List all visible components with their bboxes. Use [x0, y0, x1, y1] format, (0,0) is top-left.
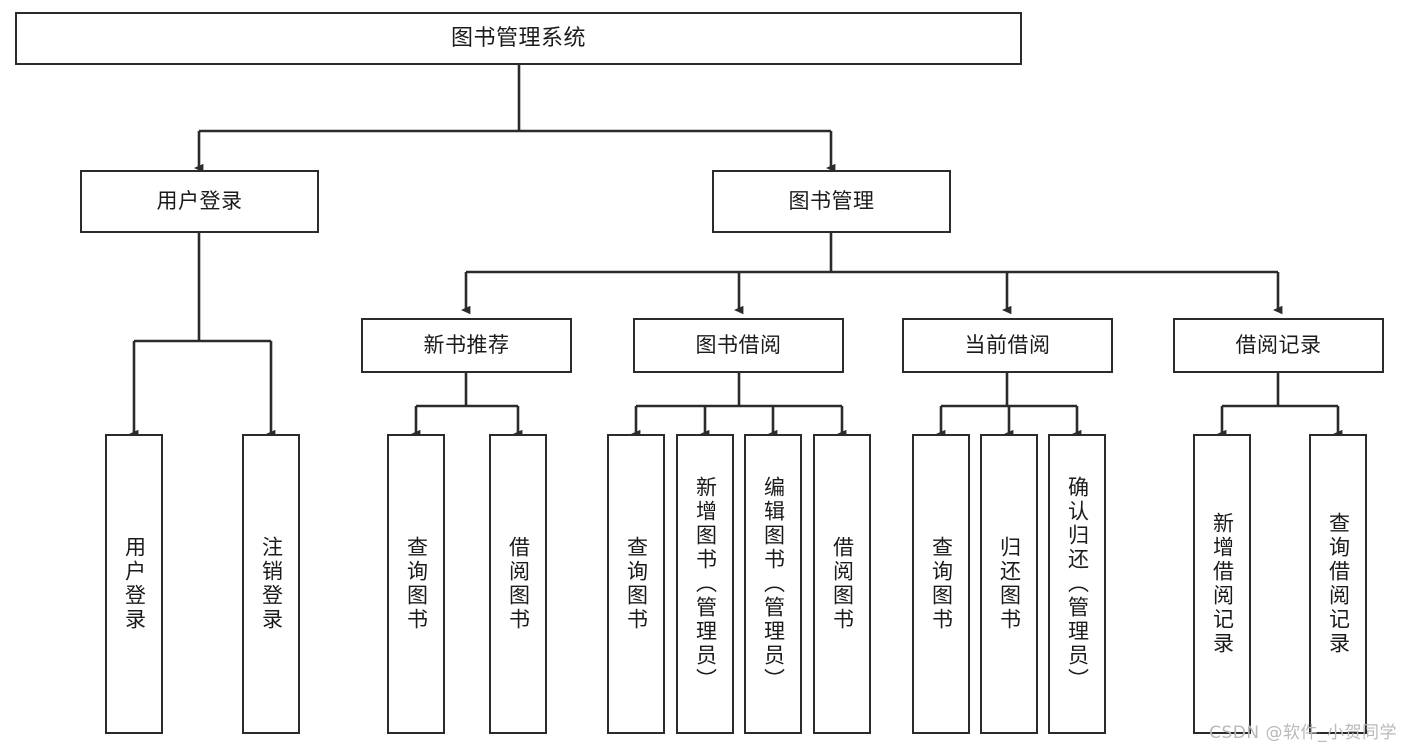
node-label: 借阅图书 [506, 536, 531, 632]
node-user-login[interactable]: 用户登录 [80, 170, 319, 233]
node-leaf-user-login[interactable]: 用户登录 [105, 434, 163, 734]
node-borrowing-record[interactable]: 借阅记录 [1173, 318, 1384, 373]
node-label: 用户登录 [156, 189, 243, 214]
node-leaf-query-book-recommendation[interactable]: 查询图书 [387, 434, 445, 734]
node-book-management[interactable]: 图书管理 [712, 170, 951, 233]
node-label: 查询图书 [624, 536, 649, 632]
node-leaf-edit-book-admin[interactable]: 编辑图书（管理员） [744, 434, 802, 734]
node-label: 借阅图书 [830, 536, 855, 632]
node-label: 查询图书 [929, 536, 954, 632]
node-leaf-query-borrow-record[interactable]: 查询借阅记录 [1309, 434, 1367, 734]
node-leaf-borrow-book-borrowing[interactable]: 借阅图书 [813, 434, 871, 734]
node-label: 图书借阅 [695, 333, 782, 358]
node-leaf-query-book-current[interactable]: 查询图书 [912, 434, 970, 734]
node-leaf-add-book-admin[interactable]: 新增图书（管理员） [676, 434, 734, 734]
node-book-borrowing[interactable]: 图书借阅 [633, 318, 844, 373]
csdn-watermark: CSDN @软件_小贺同学 [1209, 723, 1397, 743]
node-leaf-confirm-return-admin[interactable]: 确认归还（管理员） [1048, 434, 1106, 734]
node-label: 确认归还（管理员） [1065, 476, 1090, 692]
node-leaf-borrow-book-recommendation[interactable]: 借阅图书 [489, 434, 547, 734]
node-label: 当前借阅 [964, 333, 1051, 358]
node-label: 用户登录 [122, 536, 147, 632]
node-leaf-return-book[interactable]: 归还图书 [980, 434, 1038, 734]
node-label: 查询借阅记录 [1326, 512, 1351, 656]
node-current-borrowing[interactable]: 当前借阅 [902, 318, 1113, 373]
node-label: 归还图书 [997, 536, 1022, 632]
node-leaf-add-borrow-record[interactable]: 新增借阅记录 [1193, 434, 1251, 734]
node-label: 编辑图书（管理员） [761, 476, 786, 692]
node-leaf-logout-login[interactable]: 注销登录 [242, 434, 300, 734]
node-label: 图书管理系统 [450, 25, 586, 51]
node-label: 新增图书（管理员） [693, 476, 718, 692]
node-new-book-recommendation[interactable]: 新书推荐 [361, 318, 572, 373]
node-label: 注销登录 [259, 536, 284, 632]
node-root-book-management-system[interactable]: 图书管理系统 [15, 12, 1022, 65]
node-label: 新书推荐 [423, 333, 510, 358]
node-label: 图书管理 [788, 189, 875, 214]
node-label: 查询图书 [404, 536, 429, 632]
node-label: 新增借阅记录 [1210, 512, 1235, 656]
node-leaf-query-book-borrowing[interactable]: 查询图书 [607, 434, 665, 734]
node-label: 借阅记录 [1235, 333, 1322, 358]
